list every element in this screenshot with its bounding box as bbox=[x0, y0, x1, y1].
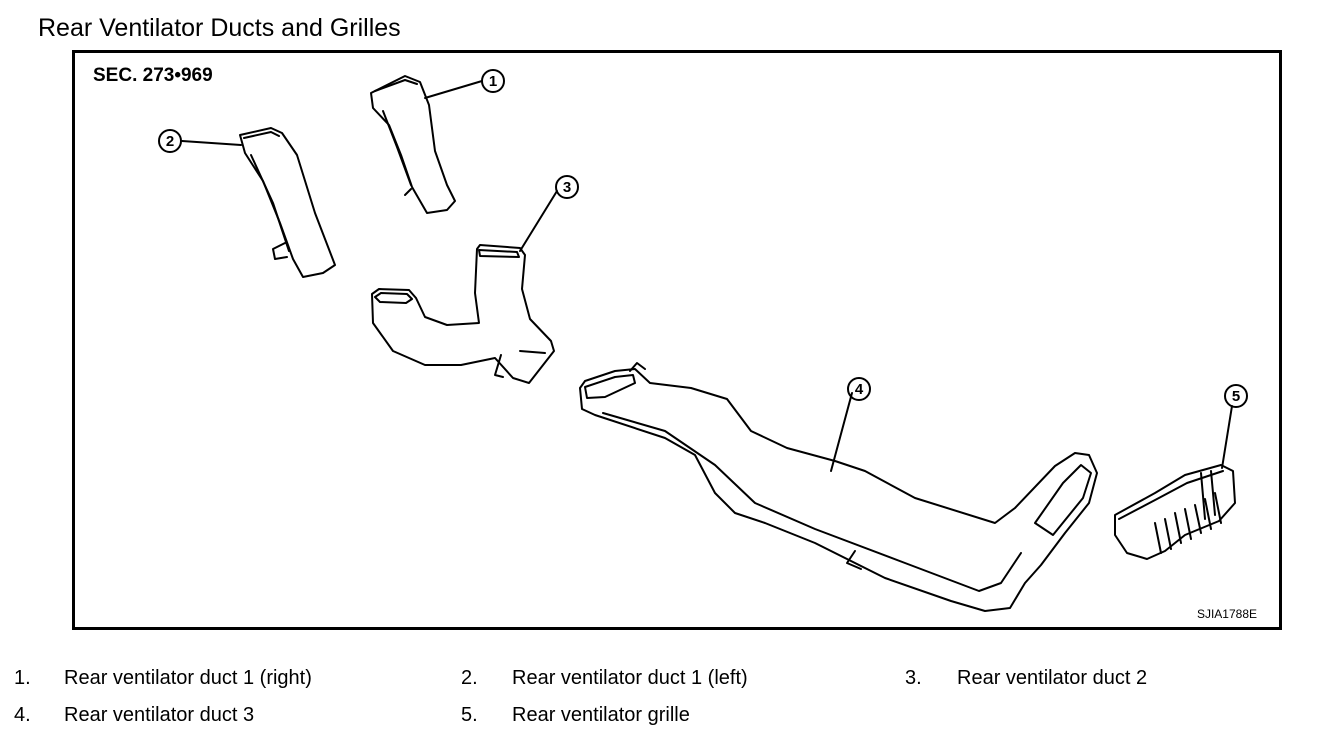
callout-number-2: 2 bbox=[166, 133, 174, 150]
callout-number-4: 4 bbox=[855, 381, 864, 398]
callout-number-5: 5 bbox=[1232, 388, 1240, 405]
callout-circle-3 bbox=[555, 175, 579, 199]
legend-label: Rear ventilator duct 3 bbox=[64, 704, 255, 726]
leader-line-1 bbox=[424, 80, 483, 99]
legend-label: Rear ventilator duct 1 (left) bbox=[512, 667, 748, 689]
callout-number-3: 3 bbox=[563, 179, 571, 196]
callout-circle-5 bbox=[1224, 384, 1248, 408]
legend-number: 5. bbox=[461, 704, 478, 726]
legend-label: Rear ventilator grille bbox=[512, 704, 690, 726]
duct-1-right-drawing bbox=[370, 75, 456, 214]
leader-line-3 bbox=[519, 190, 558, 252]
figure-id: SJIA1788E bbox=[1196, 607, 1257, 621]
leader-line-4 bbox=[830, 392, 853, 472]
legend-label: Rear ventilator duct 2 bbox=[957, 667, 1148, 689]
duct-3-drawing bbox=[579, 362, 1098, 612]
leader-line-2 bbox=[181, 140, 242, 146]
legend-number: 2. bbox=[461, 667, 478, 689]
page-title: Rear Ventilator Ducts and Grilles bbox=[38, 14, 401, 42]
legend-number: 4. bbox=[14, 704, 31, 726]
section-code: SEC. 273•969 bbox=[93, 65, 213, 86]
legend-number: 1. bbox=[14, 667, 31, 689]
leader-line-5 bbox=[1221, 405, 1233, 469]
legend-label: Rear ventilator duct 1 (right) bbox=[64, 667, 312, 689]
callout-circle-2 bbox=[158, 129, 182, 153]
callout-number-1: 1 bbox=[489, 73, 497, 90]
parts-illustration: 1 2 3 4 5 bbox=[158, 69, 1248, 612]
callout-circle-1 bbox=[481, 69, 505, 93]
duct-1-left-drawing bbox=[239, 127, 336, 278]
diagram-frame: 1 2 3 4 5 SEC. 273•969 SJIA1788E bbox=[72, 50, 1282, 630]
callout-circle-4 bbox=[847, 377, 871, 401]
rear-grille-drawing bbox=[1114, 464, 1236, 560]
duct-2-drawing bbox=[371, 244, 555, 384]
legend-number: 3. bbox=[905, 667, 922, 689]
